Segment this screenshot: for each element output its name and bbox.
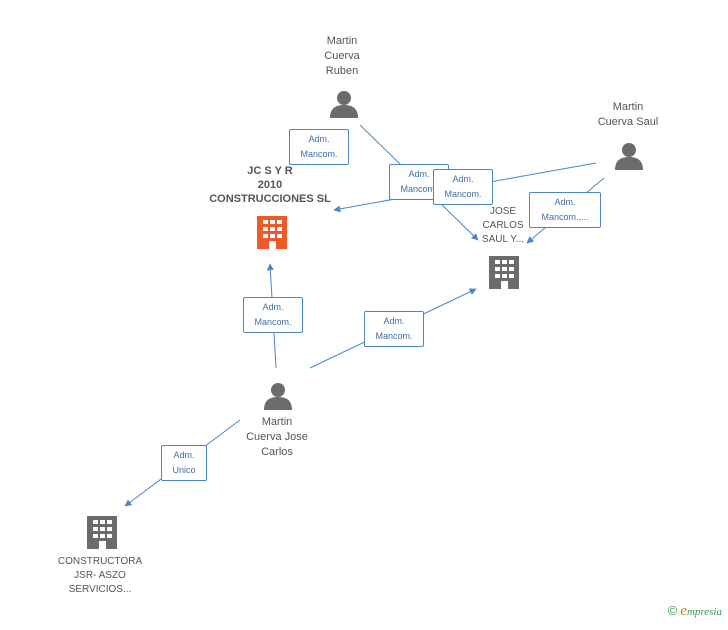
label-line: Martin	[326, 35, 358, 47]
relation-box-adm-mancom[interactable]: Adm. Mancom.	[364, 311, 424, 347]
empresia-footer[interactable]: ©empresia	[668, 603, 722, 620]
relation-line: Mancom.	[254, 317, 292, 327]
relation-line: Mancom.	[444, 189, 482, 199]
relation-box-adm-mancom[interactable]: Adm. Mancom.	[289, 129, 349, 165]
relation-line: Adm.	[452, 174, 474, 184]
label-line: Martin	[261, 416, 293, 428]
relation-line: Adm.	[408, 169, 430, 179]
brand-initial: e	[680, 603, 687, 619]
relation-line: Unico	[172, 465, 196, 475]
person-label-ruben[interactable]: Martin Cuerva Ruben	[300, 34, 384, 79]
relation-line: Adm.	[554, 197, 576, 207]
label-line: CARLOS	[482, 220, 524, 231]
label-line: CONSTRUCTORA	[57, 556, 143, 567]
company-label-constructora[interactable]: CONSTRUCTORA JSR- ASZO SERVICIOS...	[48, 555, 152, 597]
company-label-jose-carlos-saul[interactable]: JOSE CARLOS SAUL Y...	[465, 205, 541, 247]
label-line: CONSTRUCCIONES SL	[209, 193, 331, 205]
label-line: Cuerva	[324, 50, 360, 62]
label-line: JOSE	[489, 206, 517, 217]
relation-line: Adm.	[173, 450, 195, 460]
relation-box-adm-mancom-etc[interactable]: Adm. Mancom.,...	[529, 192, 601, 228]
person-icon	[264, 383, 292, 410]
label-line: SAUL Y...	[481, 234, 525, 245]
relation-box-adm-mancom[interactable]: Adm. Mancom.	[433, 169, 493, 205]
label-line: Carlos	[261, 446, 293, 458]
label-line: 2010	[257, 179, 283, 191]
label-line: JSR- ASZO	[74, 570, 126, 581]
building-icon	[87, 516, 117, 549]
person-icon	[330, 91, 358, 118]
brand-name: mpresia	[686, 606, 722, 618]
person-icon	[615, 143, 643, 170]
relation-line: Mancom.	[400, 184, 438, 194]
building-icon	[257, 216, 287, 249]
person-label-jose-carlos[interactable]: Martin Cuerva Jose Carlos	[230, 415, 324, 460]
person-label-saul[interactable]: Martin Cuerva Saul	[580, 100, 676, 130]
label-line: SERVICIOS...	[68, 584, 132, 595]
label-line: Martin	[612, 101, 644, 113]
relation-line: Mancom.	[375, 331, 413, 341]
relation-line: Mancom.	[300, 149, 338, 159]
relation-line: Adm.	[308, 134, 330, 144]
relation-box-adm-unico[interactable]: Adm. Unico	[161, 445, 207, 481]
relation-line: Mancom.,...	[541, 212, 589, 222]
company-label-jcsyr[interactable]: JC S Y R 2010 CONSTRUCCIONES SL	[200, 164, 340, 206]
label-line: Ruben	[325, 65, 359, 77]
relation-line: Adm.	[262, 302, 284, 312]
label-line: JC S Y R	[247, 165, 293, 177]
relation-box-adm-mancom[interactable]: Adm. Mancom.	[243, 297, 303, 333]
label-line: Cuerva Jose	[246, 431, 308, 443]
relation-line: Adm.	[383, 316, 405, 326]
copyright-symbol: ©	[667, 603, 678, 618]
building-icon	[489, 256, 519, 289]
label-line: Cuerva Saul	[597, 116, 659, 128]
